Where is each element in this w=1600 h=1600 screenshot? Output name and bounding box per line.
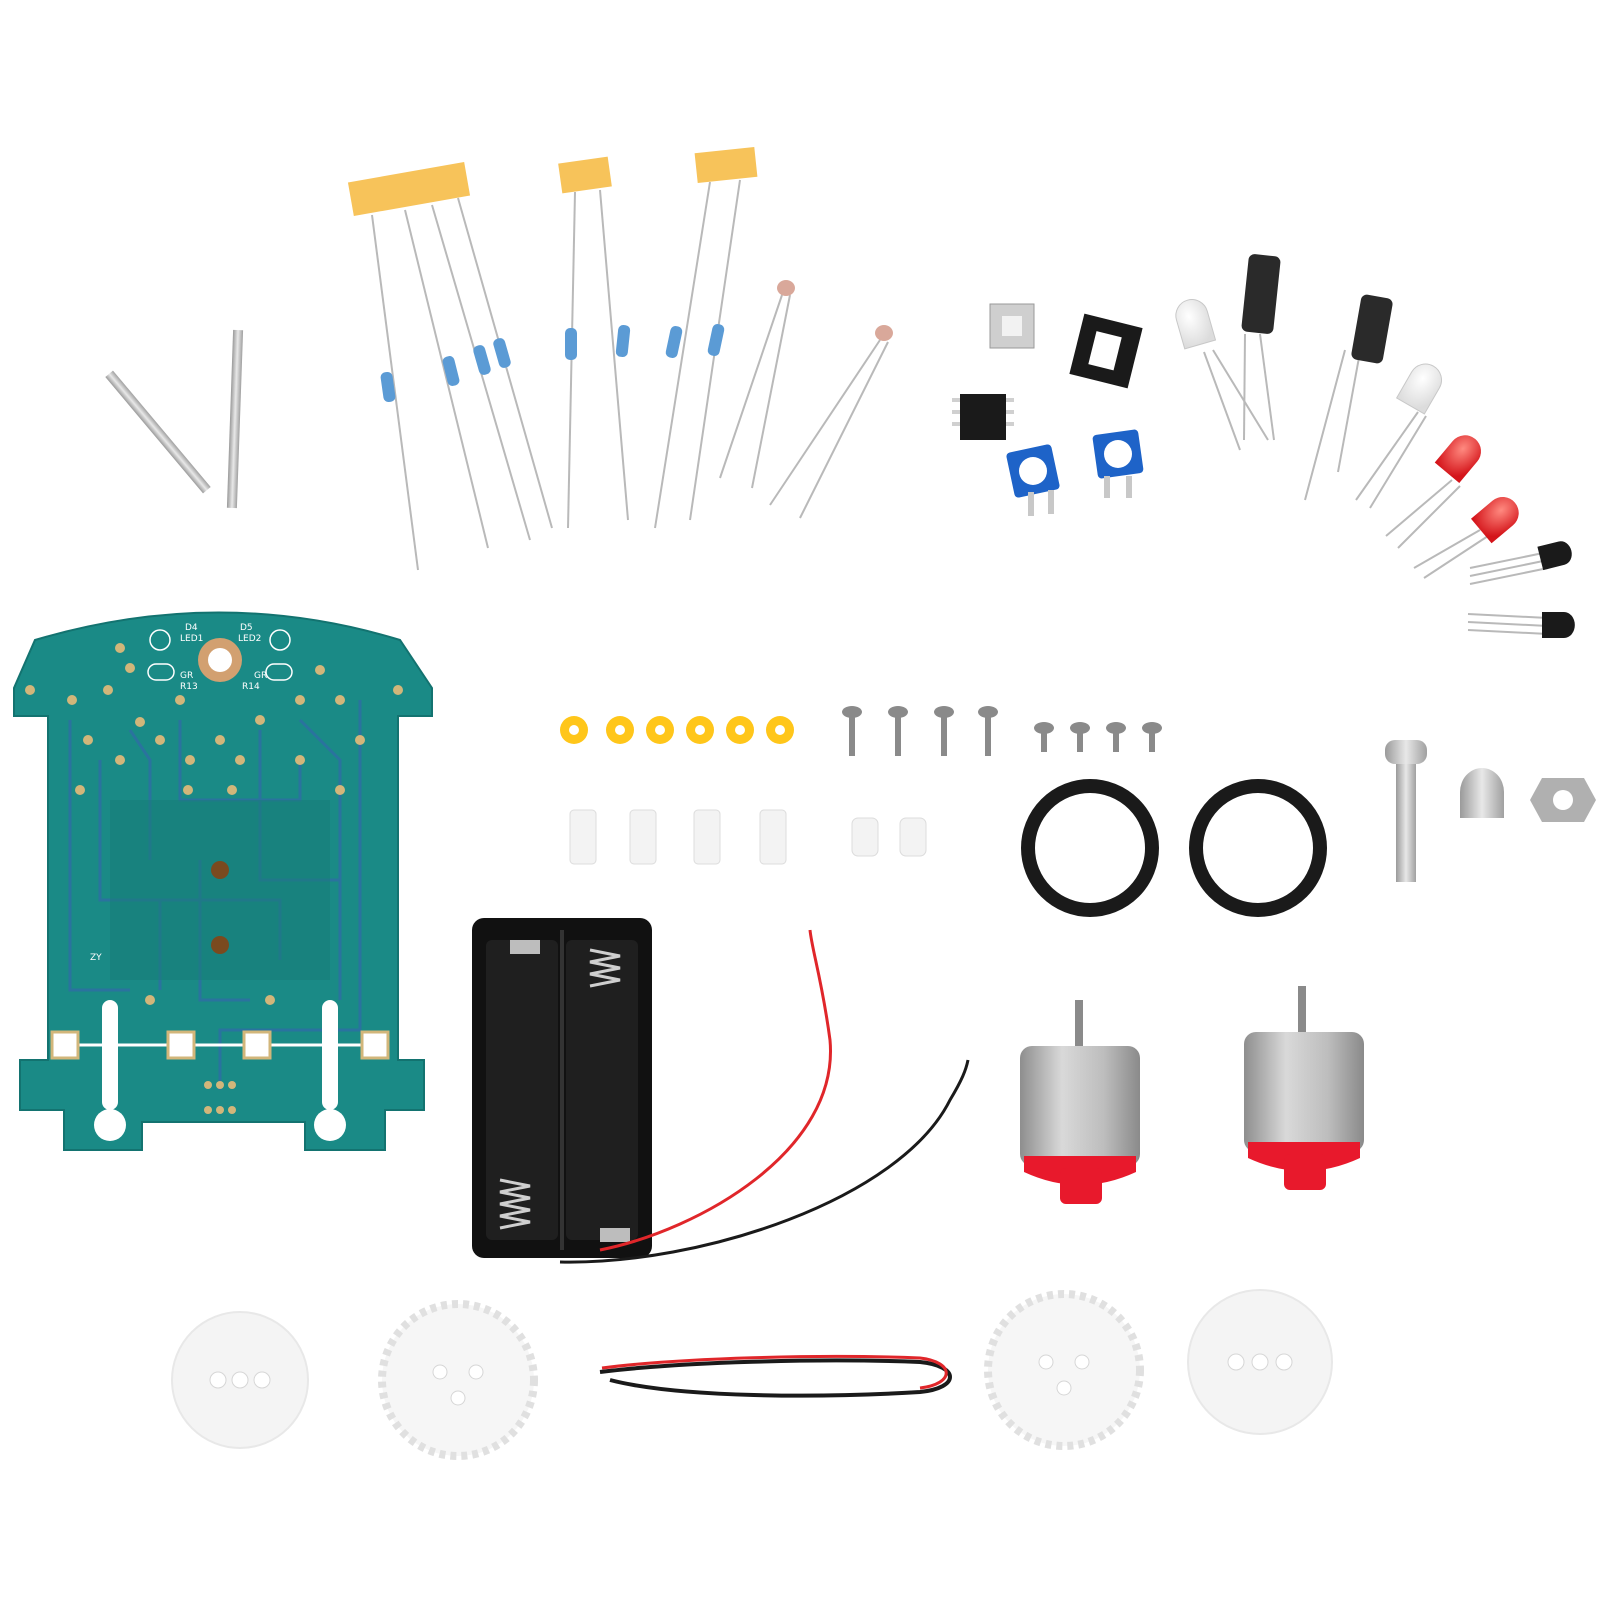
pcb-label-led1: LED1 (180, 634, 203, 644)
axle-rods (105, 329, 244, 509)
pcb-label-gr-left: GR (180, 671, 193, 681)
battery-wires (559, 929, 970, 1398)
o-rings (1021, 779, 1327, 917)
gears (378, 1290, 1144, 1460)
leds (1175, 299, 1519, 579)
resistors (347, 146, 758, 571)
capacitors (1241, 254, 1393, 501)
wheels (171, 1289, 1333, 1449)
pcb-board: D4 LED1 D5 LED2 GR R13 GR R14 ZY (13, 611, 433, 1179)
ic-and-switch-parts (952, 303, 1144, 516)
pcb-label-gr-right: GR (254, 671, 267, 681)
transistors (1467, 541, 1575, 638)
pcb-label-r13: R13 (180, 682, 198, 692)
pcb-label-d4: D4 (185, 623, 198, 633)
dc-motors (1020, 986, 1364, 1204)
pcb-label-r14: R14 (242, 682, 260, 692)
washers (560, 716, 794, 744)
battery-holder (472, 918, 652, 1258)
pcb-label-zy: ZY (90, 953, 102, 963)
pcb-label-led2: LED2 (238, 634, 261, 644)
pcb-label-d5: D5 (240, 623, 253, 633)
plastic-couplers (569, 809, 927, 865)
screws (842, 706, 1596, 882)
photoresistors (719, 280, 893, 519)
